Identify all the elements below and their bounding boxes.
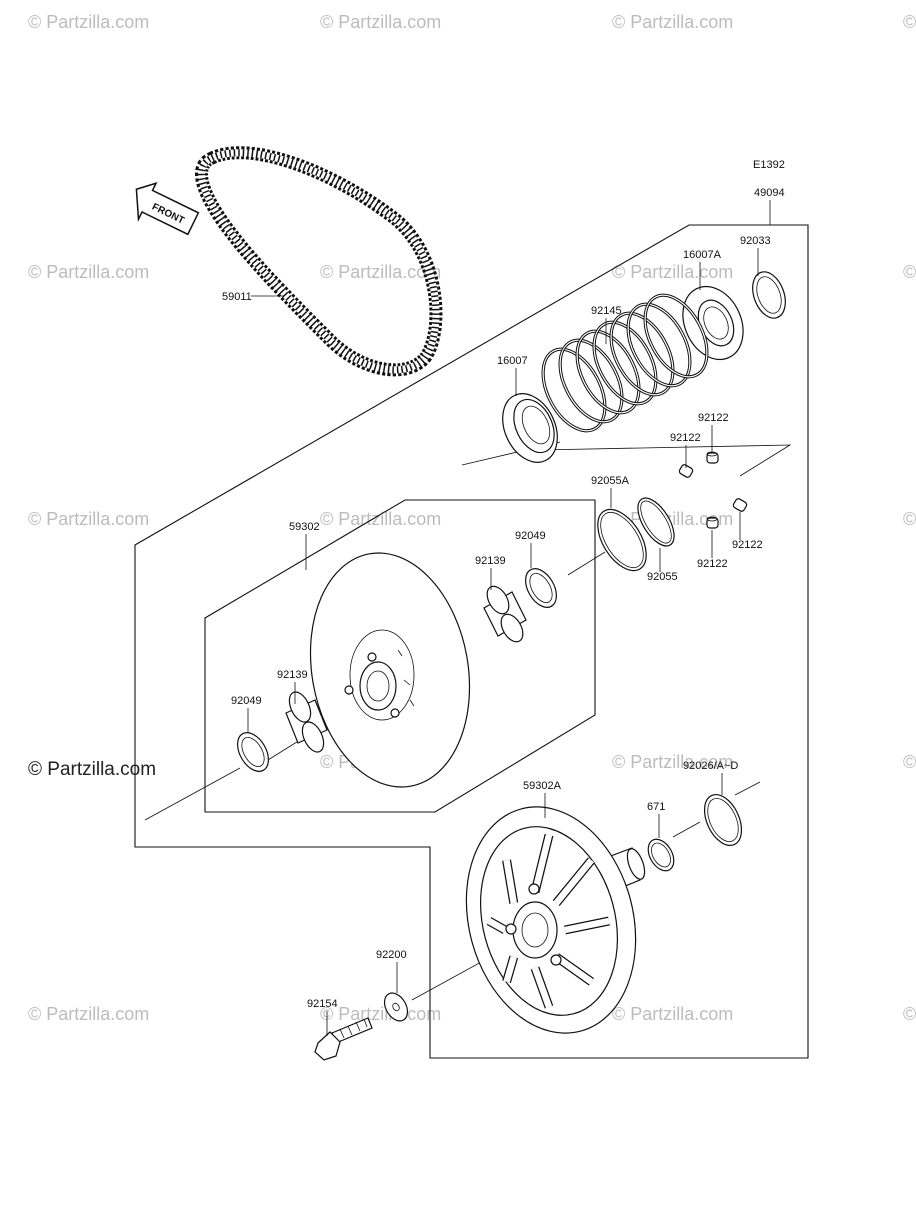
oring-guide-line (567, 551, 606, 576)
pin-92122-a (678, 464, 694, 478)
sheave-spokes (486, 833, 610, 1009)
part-label-seat-lower: 16007 (497, 355, 528, 367)
part-label-assembly: 49094 (754, 187, 785, 199)
part-label-bolt: 92154 (307, 998, 338, 1010)
part-label-seal-lower: 92049 (231, 695, 262, 707)
sheave-spoke-fill (531, 834, 553, 893)
watermark-layer: © Partzilla.com © Partzilla.com © Partzill… (28, 12, 916, 1024)
watermark-2: © Partzilla.com (320, 12, 441, 32)
part-label-washer: 92200 (376, 949, 407, 961)
snap-guide-line (672, 821, 701, 838)
sheave-spoke-fill (554, 954, 594, 985)
part-label-pin-a: 92122 (670, 432, 701, 444)
part-label-sheave-fixed: 59302A (523, 780, 562, 792)
bolt-92154 (314, 1017, 373, 1061)
sheave-spoke-fill (553, 858, 594, 906)
fixed-sheave-59302a (465, 806, 646, 1034)
watermark-3: © Partzilla.com (612, 12, 733, 32)
seal-92049-upper (525, 568, 557, 608)
part-label-seal-upper: 92049 (515, 530, 546, 542)
part-label-sheave-movable: 59302 (289, 521, 320, 533)
watermark-17: © Partzilla.com (320, 1004, 441, 1024)
watermark-6: © Partzilla.com (320, 262, 441, 282)
sheave-spoke-fill (531, 966, 553, 1009)
part-label-pin-d: 92122 (732, 539, 763, 551)
bushing-92139-upper (483, 585, 527, 643)
part-label-ring-top: 92033 (740, 235, 771, 247)
left-guide-line-2 (267, 739, 301, 761)
assembly-outline (134, 224, 809, 1059)
front-arrow-icon: FRONT (135, 182, 200, 236)
watermark-18: © Partzilla.com (612, 1004, 733, 1024)
diagram-code: E1392 (753, 159, 785, 171)
spring-92145 (541, 293, 709, 433)
part-label-pin-b: 92122 (698, 412, 729, 424)
part-label-shim: 92026/A~D (683, 760, 738, 772)
spring-guide-line (461, 441, 792, 477)
left-guide-line (144, 767, 241, 821)
sheave-spoke-fill (564, 917, 610, 934)
spring-seat-16007 (502, 393, 558, 463)
watermark-14: © Partzilla.com (612, 752, 733, 772)
shim-92026 (703, 794, 743, 846)
spring-coil-highlight (644, 294, 708, 378)
seal-92049-lower (237, 732, 269, 772)
washer-92200 (383, 992, 409, 1022)
part-labels: 49094 59011 92033 16007A 92145 16007 92122 9212… (222, 187, 785, 1036)
spring-coil-highlight (593, 321, 657, 405)
bushing-92139-lower (285, 691, 328, 753)
watermark-8: © Partzilla.com (903, 262, 916, 282)
pin-92122-c (706, 516, 719, 529)
watermark-4: © Partzilla.com (903, 12, 916, 32)
part-label-bushing-lower: 92139 (277, 669, 308, 681)
movable-sheave-59302 (309, 552, 471, 788)
pin-92122-d (732, 498, 748, 512)
spring-coil-highlight (576, 330, 640, 414)
spring-coil-highlight (627, 303, 691, 387)
oring-92055 (637, 497, 675, 547)
part-label-seat-upper: 16007A (683, 249, 722, 261)
sheave-bracket (204, 499, 596, 813)
oring-92055a (597, 508, 647, 572)
part-label-pin-c: 92122 (697, 558, 728, 570)
pin-92122-b (706, 451, 719, 464)
watermark-10: © Partzilla.com (320, 509, 441, 529)
snap-ring-671 (647, 838, 675, 872)
drive-belt (195, 146, 443, 377)
watermark-16: © Partzilla.com (28, 1004, 149, 1024)
spring-coil-highlight (542, 348, 606, 432)
watermark-12: © Partzilla.com (903, 509, 916, 529)
part-label-belt: 59011 (222, 291, 252, 303)
watermark-19: © Partzilla.com (903, 1004, 916, 1024)
sheave-spoke-fill (503, 859, 517, 904)
watermark-7: © Partzilla.com (612, 262, 733, 282)
part-label-oring-small: 92055 (647, 571, 678, 583)
spring-seat-16007a (682, 285, 744, 361)
spring-coil-highlight (610, 312, 674, 396)
watermark-1: © Partzilla.com (28, 12, 149, 32)
shim-guide-line (734, 781, 761, 796)
ring-92033 (752, 271, 786, 319)
sheave-spoke-fill (487, 918, 507, 933)
sheave-spoke-fill (503, 955, 517, 983)
part-label-bushing-upper: 92139 (475, 555, 506, 567)
part-label-spring: 92145 (591, 305, 622, 317)
watermark-9: © Partzilla.com (28, 509, 149, 529)
part-label-oring-large: 92055A (591, 475, 630, 487)
spring-coil-highlight (559, 339, 623, 423)
part-label-snap-ring: 671 (647, 801, 665, 813)
watermark-primary: © Partzilla.com (28, 759, 156, 780)
watermark-15: © Partzilla.com (903, 752, 916, 772)
watermark-5: © Partzilla.com (28, 262, 149, 282)
